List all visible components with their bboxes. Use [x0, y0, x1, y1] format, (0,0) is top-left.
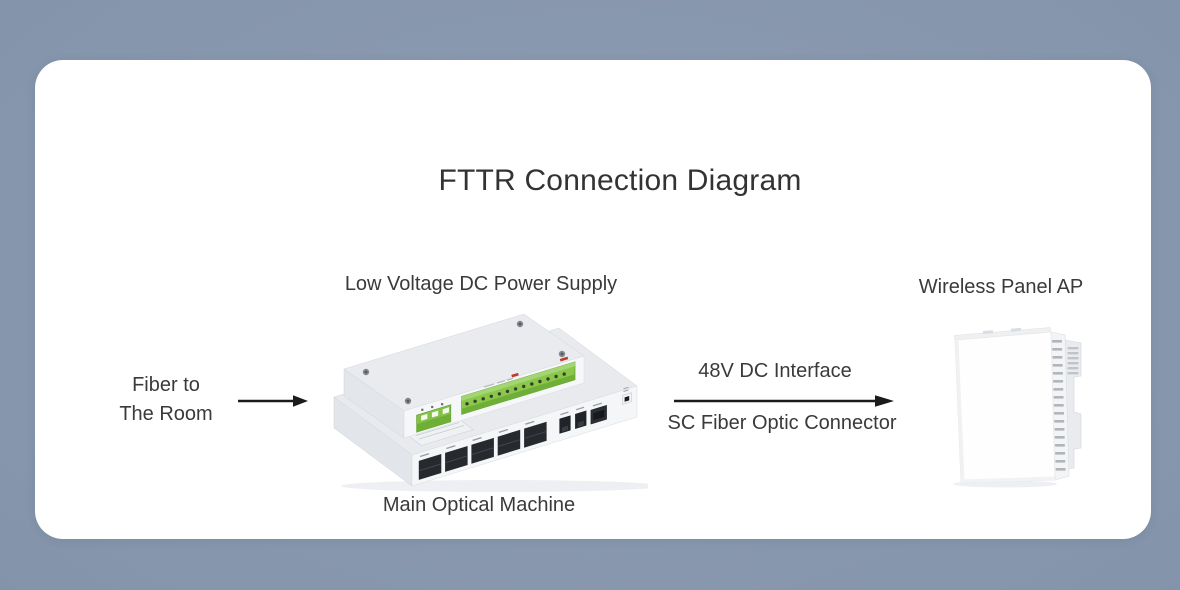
diagram-title: FTTR Connection Diagram — [438, 164, 802, 197]
dc-power-supply-unit — [343, 314, 585, 439]
ap-top-edge — [953, 327, 1052, 341]
main-optical-machine-label: Main Optical Machine — [382, 494, 576, 516]
arrow-right-icon — [674, 395, 894, 407]
wireless-panel-ap-label: Wireless Panel AP — [918, 276, 1084, 298]
ap-front-panel — [954, 331, 1056, 484]
diagram-card: FTTR Connection Diagram Low Voltage DC P… — [35, 60, 1151, 539]
dc-interface-label: 48V DC Interface — [698, 360, 852, 382]
main-optical-machine-image — [333, 314, 648, 492]
fiber-label-line1: Fiber to — [132, 374, 200, 396]
arrow-right-icon — [238, 395, 308, 407]
sc-connector-label: SC Fiber Optic Connector — [667, 412, 897, 434]
fiber-label-line2: The Room — [119, 403, 213, 425]
screw-icon — [362, 320, 566, 405]
fiber-to-the-room-label: Fiber to The Room — [119, 371, 212, 429]
green-terminal-blocks — [416, 356, 576, 433]
wireless-panel-ap-image — [953, 327, 1082, 488]
dc-power-jack — [622, 386, 632, 405]
ethernet-ports — [559, 402, 607, 434]
optical-ports — [418, 420, 547, 480]
power-supply-label: Low Voltage DC Power Supply — [344, 273, 618, 295]
ap-mounting-bracket — [1064, 339, 1082, 470]
